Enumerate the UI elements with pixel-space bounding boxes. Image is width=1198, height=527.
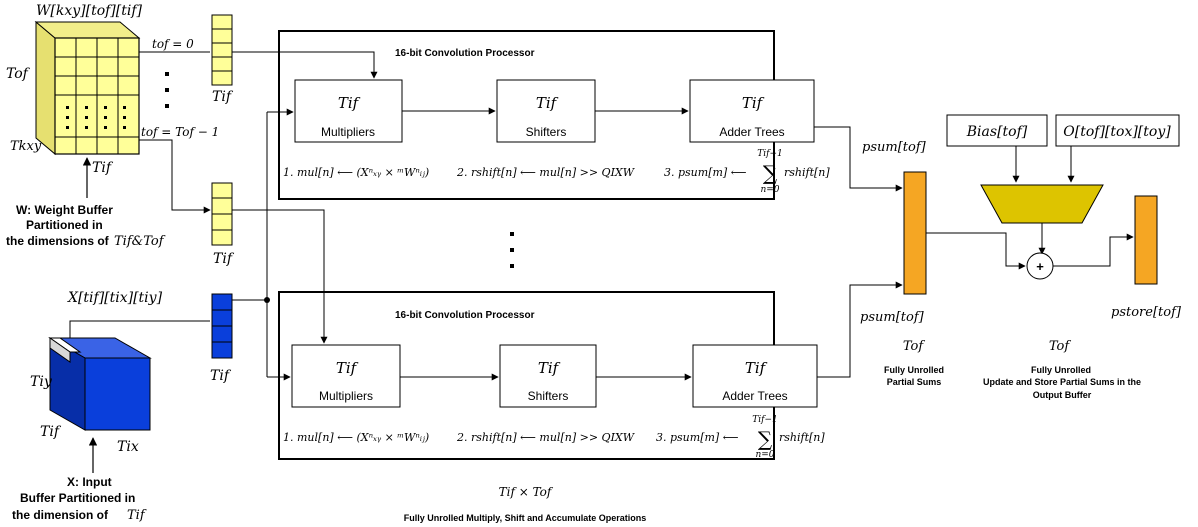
equation-psum-bottom-2: n=0 xyxy=(755,450,774,460)
convolution-processor-2 xyxy=(278,291,818,460)
equation-psum-top-1: Tif−1 xyxy=(757,149,782,159)
input-column-label: Tif xyxy=(210,368,232,384)
shifters-unit-1 xyxy=(496,79,596,143)
tof-last-label: tof = Tof − 1 xyxy=(141,125,219,139)
shifters-unit-2 xyxy=(499,344,597,408)
weight-caption-math: Tif&Tof xyxy=(114,234,166,249)
shifters-label-2: Shifters xyxy=(528,389,569,403)
equation-psum-top-2: Tif−1 xyxy=(752,415,777,425)
adder-trapezoid xyxy=(980,184,1104,224)
multipliers-label-2: Multipliers xyxy=(319,389,373,403)
equation-psum-sigma-1: ∑ xyxy=(763,161,778,185)
weight-column-top-label: Tif xyxy=(212,89,234,105)
output-tof-label: Tof xyxy=(1049,339,1071,354)
equation-rshift-1: 2. rshift[n] ⟵ mul[n] >> QIXW xyxy=(456,166,636,179)
input-buffer-cube xyxy=(48,337,152,431)
adder-trees-math-1: Tif xyxy=(742,94,765,112)
partial-sum-tof-label: Tof xyxy=(903,339,925,354)
input-tif-face-label: Tif xyxy=(40,424,62,440)
equation-mul-2: 1. mul[n] ⟵ (Xⁿₓᵧ × ᵐWⁿᵢⱼ) xyxy=(283,431,429,444)
multipliers-math-1: Tif xyxy=(338,94,361,112)
weight-column-bottom-label: Tif xyxy=(213,251,235,267)
adder-symbol: + xyxy=(1036,259,1044,274)
shifters-math-2: Tif xyxy=(538,359,561,377)
equation-psum-term-1: rshift[n] xyxy=(784,166,830,179)
partial-sum-caption-line1: Fully Unrolled xyxy=(884,365,944,375)
output-buffer-label: O[tof][tox][toy] xyxy=(1063,124,1171,140)
weight-tensor-label: W[kxy][tof][tif] xyxy=(36,3,143,19)
multipliers-label-1: Multipliers xyxy=(321,125,375,139)
multipliers-math-2: Tif xyxy=(336,359,359,377)
psum-label-1: psum[tof] xyxy=(862,140,927,155)
processor-grid-caption: Fully Unrolled Multiply, Shift and Accum… xyxy=(404,513,647,523)
weight-ellipsis-dots xyxy=(165,72,169,108)
partial-sum-caption-line2: Partial Sums xyxy=(887,377,942,387)
equation-mul-1: 1. mul[n] ⟵ (Xⁿₓᵧ × ᵐWⁿᵢⱼ) xyxy=(283,166,429,179)
processor-ellipsis-dots xyxy=(510,232,514,268)
equation-psum-sigma-2: ∑ xyxy=(758,427,773,451)
convolution-processor-1 xyxy=(278,30,815,200)
equation-psum-prefix-1: 3. psum[m] ⟵ xyxy=(664,166,747,179)
shifters-label-1: Shifters xyxy=(526,125,567,139)
bias-label: Bias[tof] xyxy=(966,124,1028,140)
equation-psum-term-2: rshift[n] xyxy=(779,431,825,444)
input-caption-line2: Buffer Partitioned in xyxy=(20,491,135,505)
weight-column-top xyxy=(211,14,233,86)
weight-tkxy-label: Tkxy xyxy=(10,139,42,154)
input-bus-junction xyxy=(264,297,270,303)
weight-column-bottom xyxy=(211,182,233,246)
partial-sum-bar xyxy=(903,171,927,295)
adder-trees-label-2: Adder Trees xyxy=(722,389,787,403)
weight-tof-label: Tof xyxy=(6,66,31,82)
output-caption-line1: Fully Unrolled xyxy=(1031,365,1091,375)
weight-buffer-cube xyxy=(34,20,141,156)
tof-zero-label: tof = 0 xyxy=(152,37,194,51)
processor-title-1: 16-bit Convolution Processor xyxy=(395,48,535,59)
weight-caption-line1: W: Weight Buffer xyxy=(16,203,113,217)
input-caption-line3: the dimension of xyxy=(12,508,109,522)
adder-trees-unit-2 xyxy=(692,344,818,408)
weight-tif-face-label: Tif xyxy=(92,160,114,176)
output-caption-line3: Output Buffer xyxy=(1033,390,1092,400)
processor-title-2: 16-bit Convolution Processor xyxy=(395,310,535,321)
shifters-math-1: Tif xyxy=(536,94,559,112)
equation-psum-prefix-2: 3. psum[m] ⟵ xyxy=(656,431,739,444)
weight-caption-line3: the dimensions of xyxy=(6,234,110,248)
output-buffer-box xyxy=(1055,114,1180,147)
psum-label-2: psum[tof] xyxy=(860,310,925,325)
input-column xyxy=(211,293,233,359)
pstore-label: pstore[tof] xyxy=(1111,305,1182,320)
adder-trees-math-2: Tif xyxy=(745,359,768,377)
processor-count-label: Tif × Tof xyxy=(499,485,554,499)
pstore-bar xyxy=(1134,195,1158,285)
input-caption-math: Tif xyxy=(127,508,147,523)
multipliers-unit-1 xyxy=(294,79,403,143)
adder-trees-label-1: Adder Trees xyxy=(719,125,784,139)
bias-box xyxy=(946,114,1048,147)
input-tiy-label: Tiy xyxy=(30,374,53,390)
equation-rshift-2: 2. rshift[n] ⟵ mul[n] >> QIXW xyxy=(456,431,636,444)
input-tensor-label: X[tif][tix][tiy] xyxy=(67,290,163,306)
equation-psum-bottom-1: n=0 xyxy=(760,185,779,195)
weight-caption-line2: Partitioned in xyxy=(26,218,103,232)
output-caption-line2: Update and Store Partial Sums in the xyxy=(983,377,1141,387)
multipliers-unit-2 xyxy=(291,344,401,408)
input-tix-label: Tix xyxy=(117,439,139,455)
adder-trees-unit-1 xyxy=(689,79,815,143)
input-caption-line1: X: Input xyxy=(67,475,112,489)
